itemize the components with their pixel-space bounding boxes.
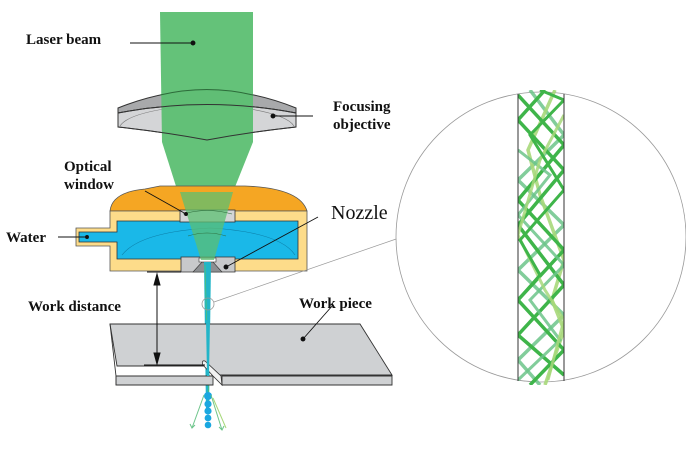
work-piece-left-edge — [109, 323, 117, 385]
work-piece-front-left — [115, 375, 214, 386]
label-water: Water — [6, 230, 46, 246]
label-nozzle: Nozzle — [331, 202, 388, 224]
work-piece-front-right — [221, 375, 393, 386]
label-optical-window-1: Optical — [64, 159, 112, 175]
water-jet-over-workpiece — [206, 320, 210, 376]
laser-beam-in-housing — [180, 192, 233, 260]
work-piece-top — [109, 323, 393, 376]
leader-lines — [58, 40, 334, 342]
nozzle-housing — [75, 185, 308, 273]
zoom-connector-top — [213, 237, 400, 303]
label-focusing-objective-1: Focusing — [333, 99, 391, 115]
work-distance-dimension — [144, 271, 205, 366]
total-internal-reflection-rays — [518, 90, 564, 385]
scattered-rays — [189, 394, 227, 431]
water-droplets — [204, 392, 212, 429]
water-chamber — [78, 220, 299, 260]
work-piece — [109, 323, 393, 387]
label-work-distance: Work distance — [28, 299, 121, 315]
label-work-piece: Work piece — [299, 296, 372, 312]
lens-bottom-curve — [117, 126, 297, 141]
magnified-view — [395, 90, 686, 385]
label-focusing-objective-2: objective — [333, 117, 391, 133]
beam-ring-2 — [187, 232, 227, 237]
label-laser-beam: Laser beam — [26, 32, 102, 48]
zoom-source-circle — [201, 297, 215, 311]
lens-front-curve — [159, 89, 254, 96]
label-optical-window-2: window — [64, 177, 114, 193]
lens-mid-curve — [117, 104, 297, 114]
